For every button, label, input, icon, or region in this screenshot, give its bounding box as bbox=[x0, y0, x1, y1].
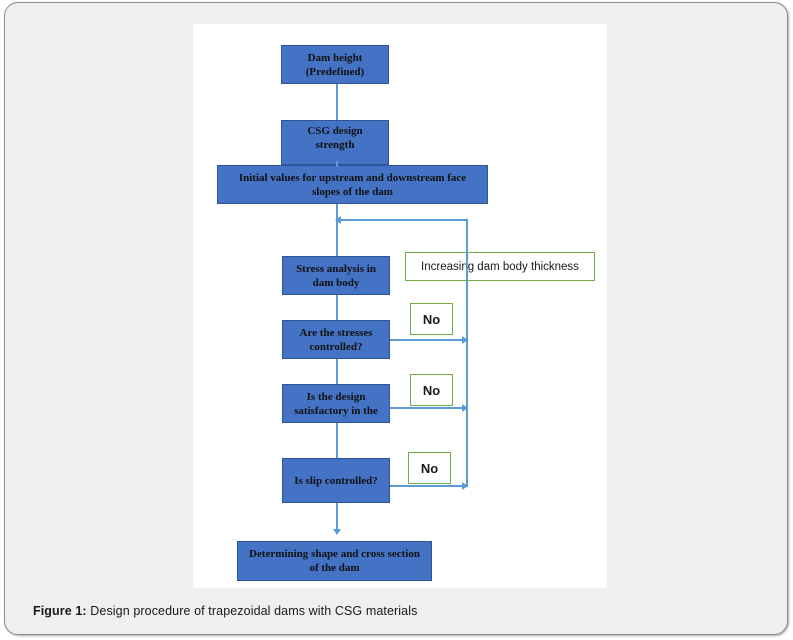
connector-stresses-check-to-design-check bbox=[336, 359, 338, 384]
connector-no-slip-arrowhead bbox=[462, 482, 468, 490]
node-determining-shape[interactable]: Determining shape and cross section of t… bbox=[237, 541, 432, 581]
node-slip-controlled-line1: Is slip controlled? bbox=[294, 474, 378, 487]
figure-card: Dam height (Predefined) CSG design stren… bbox=[4, 2, 788, 635]
node-stresses-controlled-line2: controlled? bbox=[309, 340, 363, 353]
node-stress-analysis-line2: dam body bbox=[312, 276, 360, 289]
connector-dam-height-to-csg bbox=[336, 84, 338, 120]
node-slip-controlled[interactable]: Is slip controlled? bbox=[282, 458, 390, 503]
connector-feedback-riser bbox=[466, 219, 468, 487]
label-no-slip-text: No bbox=[420, 460, 439, 476]
node-design-satisfactory-line2: satisfactory in the bbox=[294, 404, 378, 417]
node-initial-values-line1: Initial values for upstream and downstre… bbox=[238, 171, 467, 184]
node-stress-analysis[interactable]: Stress analysis in dam body bbox=[282, 256, 390, 295]
label-no-stresses[interactable]: No bbox=[410, 303, 453, 335]
node-dam-height-line1: Dam height bbox=[307, 51, 363, 64]
connector-no-slip-horizontal bbox=[390, 485, 462, 487]
connector-no-design-horizontal bbox=[390, 407, 462, 409]
connector-stress-to-stresses-check bbox=[336, 295, 338, 320]
node-design-satisfactory-line1: Is the design bbox=[306, 390, 366, 403]
connector-no-design-arrowhead bbox=[462, 404, 468, 412]
connector-feedback-arrowhead bbox=[335, 216, 341, 224]
connector-initial-values-to-stress bbox=[336, 204, 338, 256]
label-increasing-thickness-text: Increasing dam body thickness bbox=[421, 260, 579, 273]
node-initial-values[interactable]: Initial values for upstream and downstre… bbox=[217, 165, 488, 204]
node-determining-shape-line2: of the dam bbox=[309, 562, 360, 574]
connector-no-stresses-arrowhead bbox=[462, 336, 468, 344]
node-stresses-controlled-line1: Are the stresses bbox=[299, 326, 373, 339]
node-design-satisfactory[interactable]: Is the design satisfactory in the bbox=[282, 384, 390, 423]
node-dam-height[interactable]: Dam height (Predefined) bbox=[281, 45, 389, 84]
node-initial-values-line2: slopes of the dam bbox=[312, 185, 393, 198]
connector-no-stresses-horizontal bbox=[390, 339, 462, 341]
connector-slip-check-to-determining-shape bbox=[336, 503, 338, 531]
connector-feedback-horizontal bbox=[341, 219, 468, 221]
label-no-design-text: No bbox=[422, 382, 441, 398]
label-no-slip[interactable]: No bbox=[408, 452, 451, 484]
label-increasing-dam-body-thickness[interactable]: Increasing dam body thickness bbox=[405, 252, 595, 281]
node-determining-shape-line1: Determining shape and cross section bbox=[249, 548, 420, 560]
node-dam-height-line2: (Predefined) bbox=[305, 65, 365, 78]
node-csg-line1: CSG design bbox=[307, 125, 363, 137]
figure-caption-label: Figure 1: bbox=[33, 604, 87, 618]
node-stresses-controlled[interactable]: Are the stresses controlled? bbox=[282, 320, 390, 359]
connector-design-check-to-slip-check bbox=[336, 423, 338, 458]
connector-final-arrowhead bbox=[333, 529, 341, 535]
diagram-panel: Dam height (Predefined) CSG design stren… bbox=[193, 24, 607, 588]
figure-caption-text: Design procedure of trapezoidal dams wit… bbox=[86, 604, 418, 618]
figure-caption: Figure 1: Design procedure of trapezoida… bbox=[33, 604, 417, 618]
label-no-stresses-text: No bbox=[422, 311, 441, 327]
node-csg-design-strength[interactable]: CSG design strength bbox=[281, 120, 389, 165]
label-no-design[interactable]: No bbox=[410, 374, 453, 406]
node-stress-analysis-line1: Stress analysis in bbox=[296, 262, 376, 275]
connector-csg-to-initial-values bbox=[336, 161, 338, 167]
node-csg-line2: strength bbox=[315, 139, 355, 151]
